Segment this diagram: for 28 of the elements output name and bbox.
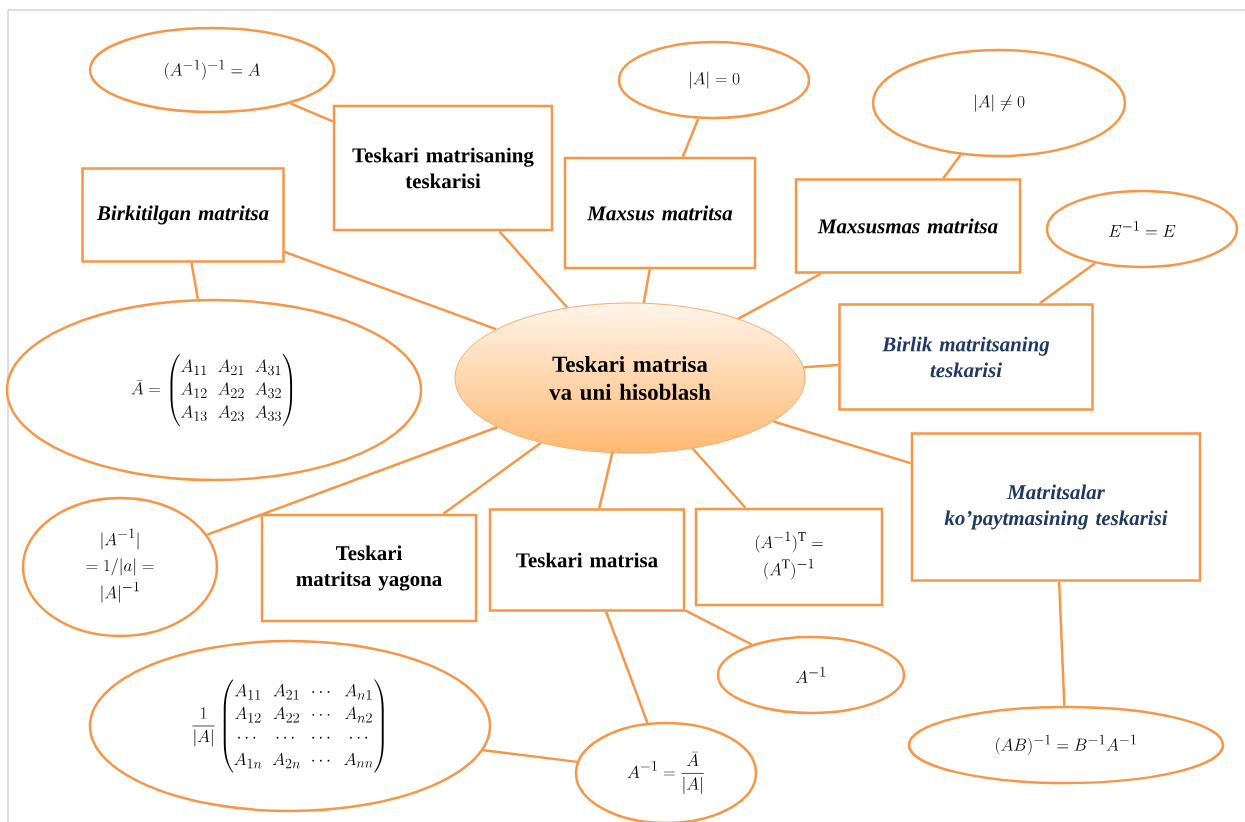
connector-line [803,363,839,369]
connector-line [206,426,498,536]
connector-line [1039,262,1096,305]
connector-line [681,118,700,158]
connector-line [642,269,651,303]
connector-line [773,420,912,465]
concept-box: Maxsus matritsa [563,156,757,270]
connector-line [598,452,614,509]
connector-line [1057,581,1066,706]
connector-line [498,230,569,309]
connector-line [289,102,334,123]
connector-line [691,447,747,509]
concept-box: Birkitilgan matritsa [81,167,285,263]
connector-line [684,609,753,646]
concept-box: Teskari matrisaning teskarisi [332,104,554,232]
connector-line [942,154,962,179]
concept-box: Matritsalar ko’paytmasining teskarisi [910,432,1202,582]
concept-box: Maxsusmas matritsa [794,178,1022,274]
connector-line [483,748,578,764]
connector-line [737,272,822,320]
concept-box: Teskari matritsa yagona [260,513,478,623]
concept-box: Birlik matritsaning teskarisi [838,303,1094,411]
concept-box: Teskari matrisa [488,508,686,612]
formula-box: $\begin{gathered}(A^{-1})^{\mathrm{T}}=\\(A^{\mathrm{T}})^{-1}\end{gathered}$ [694,507,884,607]
connector-line [284,250,497,331]
connector-line [190,262,200,300]
connector-line [442,441,542,515]
connector-line [605,611,649,724]
